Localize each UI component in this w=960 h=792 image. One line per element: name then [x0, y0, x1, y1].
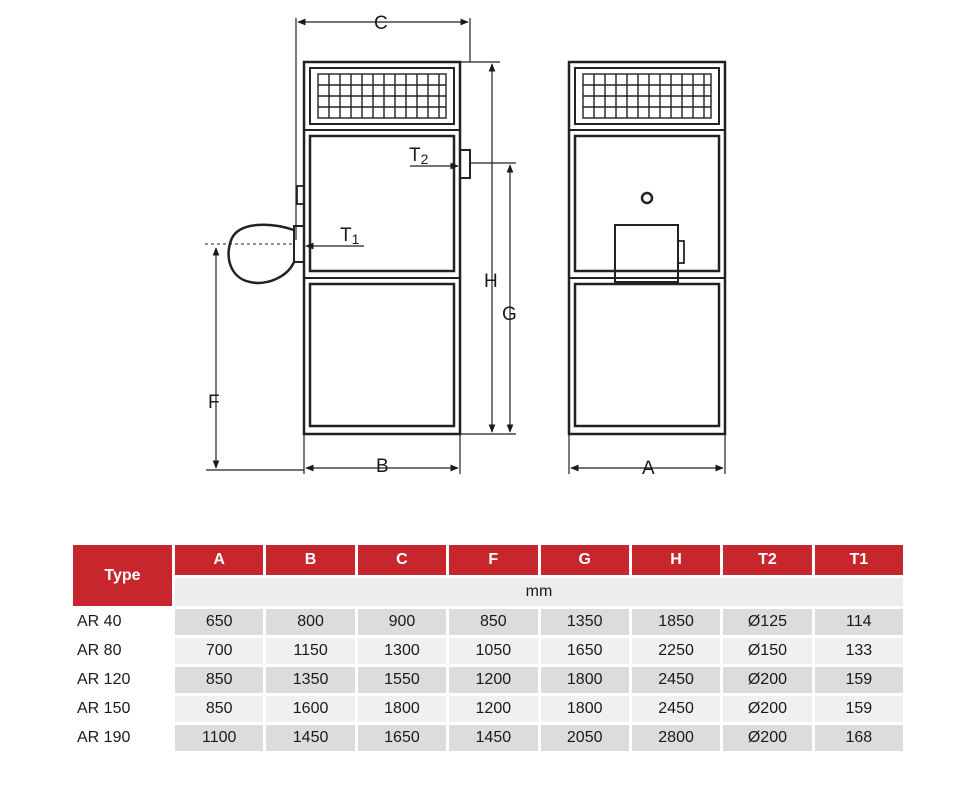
- cell-f: 1200: [449, 667, 538, 693]
- unit-row: mm: [73, 578, 903, 606]
- cell-c: 1550: [357, 667, 447, 693]
- side-view: [205, 60, 471, 436]
- cell-t1: 168: [814, 725, 903, 751]
- header-t2: T2: [723, 545, 812, 575]
- side-lower-panel: [308, 282, 456, 428]
- label-a: A: [642, 458, 655, 479]
- cell-t2: Ø150: [723, 638, 812, 664]
- cell-c: 1300: [357, 638, 447, 664]
- cell-h: 2250: [631, 638, 721, 664]
- burner-housing: [227, 223, 296, 285]
- front-burner-box: [614, 224, 679, 283]
- cell-g: 1800: [540, 667, 629, 693]
- header-row: Type A B C F G H T2 T1: [73, 545, 903, 606]
- cell-a: 850: [175, 667, 264, 693]
- table-row: AR 120 850 1350 1550 1200 1800 2450 Ø200…: [73, 667, 903, 693]
- cell-b: 1600: [266, 696, 355, 722]
- cell-f: 1450: [449, 725, 538, 751]
- front-upper-panel: [573, 134, 721, 273]
- cell-f: 1200: [449, 696, 538, 722]
- header-type: Type: [73, 545, 172, 606]
- label-h: H: [484, 271, 498, 292]
- front-view: [567, 60, 727, 436]
- label-t2: T2: [409, 145, 429, 167]
- model-name: AR 120: [73, 667, 172, 693]
- label-g: G: [502, 304, 517, 325]
- inspection-port: [640, 191, 654, 205]
- front-dimensions: [568, 434, 726, 474]
- cell-f: 850: [449, 609, 538, 635]
- front-lower-panel: [573, 282, 721, 428]
- front-grille-mesh: [582, 73, 712, 119]
- header-a: A: [175, 545, 264, 575]
- cell-a: 700: [175, 638, 264, 664]
- dimension-labels: C T2 T1 H G F B A: [208, 13, 655, 479]
- header-c: C: [357, 545, 447, 575]
- cell-t2: Ø125: [723, 609, 812, 635]
- cell-t1: 133: [814, 638, 903, 664]
- side-grille-panel: [309, 67, 455, 125]
- cell-g: 1650: [540, 638, 629, 664]
- cell-a: 1100: [175, 725, 264, 751]
- table-row: AR 150 850 1600 1800 1200 1800 2450 Ø200…: [73, 696, 903, 722]
- cell-t2: Ø200: [723, 667, 812, 693]
- burner-connector-t1: [293, 225, 305, 263]
- cell-c: 1650: [357, 725, 447, 751]
- front-cabinet-frame: [567, 60, 727, 436]
- label-t1: T1: [340, 225, 360, 247]
- cell-t1: 159: [814, 667, 903, 693]
- cell-c: 1800: [357, 696, 447, 722]
- cell-h: 2800: [631, 725, 721, 751]
- cell-g: 1350: [540, 609, 629, 635]
- cell-b: 800: [266, 609, 355, 635]
- header-g: G: [540, 545, 629, 575]
- dimension-drawing: C T2 T1 H G F B A: [205, 13, 727, 479]
- label-t2-main: T: [409, 145, 421, 166]
- cell-h: 2450: [631, 696, 721, 722]
- header-b: B: [266, 545, 355, 575]
- label-f: F: [208, 392, 220, 413]
- header-h: H: [631, 545, 721, 575]
- cell-h: 2450: [631, 667, 721, 693]
- cell-t2: Ø200: [723, 725, 812, 751]
- cell-c: 900: [357, 609, 447, 635]
- model-name: AR 190: [73, 725, 172, 751]
- header-f: F: [449, 545, 538, 575]
- model-name: AR 80: [73, 638, 172, 664]
- front-burner-stub: [677, 240, 685, 264]
- side-upper-panel: [308, 134, 456, 273]
- label-t2-sub: 2: [421, 151, 429, 167]
- label-t1-main: T: [340, 225, 352, 246]
- model-name: AR 40: [73, 609, 172, 635]
- cell-b: 1150: [266, 638, 355, 664]
- cell-b: 1450: [266, 725, 355, 751]
- cell-a: 850: [175, 696, 264, 722]
- cell-b: 1350: [266, 667, 355, 693]
- table-row: AR 80 700 1150 1300 1050 1650 2250 Ø150 …: [73, 638, 903, 664]
- cell-t1: 114: [814, 609, 903, 635]
- label-b: B: [376, 456, 389, 477]
- side-grille-mesh: [317, 73, 447, 119]
- front-grille-panel: [574, 67, 720, 125]
- cell-h: 1850: [631, 609, 721, 635]
- cell-t2: Ø200: [723, 696, 812, 722]
- flue-outlet-t2: [459, 149, 471, 179]
- header-t1: T1: [814, 545, 903, 575]
- cell-g: 1800: [540, 696, 629, 722]
- side-stub: [296, 185, 305, 205]
- spec-table: Type A B C F G H T2 T1 mm AR 40 650 800 …: [70, 542, 906, 754]
- cell-t1: 159: [814, 696, 903, 722]
- unit-label: mm: [175, 578, 903, 606]
- table-row: AR 190 1100 1450 1650 1450 2050 2800 Ø20…: [73, 725, 903, 751]
- label-c: C: [374, 13, 388, 34]
- cell-f: 1050: [449, 638, 538, 664]
- side-dimensions: [206, 18, 516, 474]
- table-row: AR 40 650 800 900 850 1350 1850 Ø125 114: [73, 609, 903, 635]
- model-name: AR 150: [73, 696, 172, 722]
- label-t1-sub: 1: [352, 231, 360, 247]
- cell-a: 650: [175, 609, 264, 635]
- cell-g: 2050: [540, 725, 629, 751]
